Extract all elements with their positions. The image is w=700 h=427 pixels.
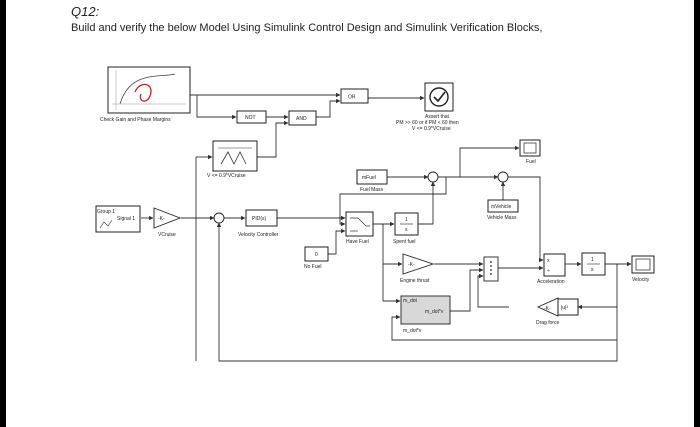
pid-block: PID(s) Velocity Controller [238,209,279,238]
group1-block: Group 1 Signal 1 [95,205,141,233]
wires [141,92,632,362]
wire-mdot-to-mux [450,267,484,312]
fuel-mass-text: mFuel [362,175,376,181]
wire-to-mdot [382,264,401,304]
check-icon [433,91,446,103]
drag-force-gain: -K- Drag force [536,297,560,326]
fuel-scope: Fuel [519,139,541,165]
wire-sum2-to-product [508,176,544,263]
drag-gain-text: -K- [544,306,551,312]
mdot-in1: m_dot [403,298,418,304]
fuel-mass-label: Fuel Mass [360,187,384,193]
group1-signal: Signal 1 [117,216,135,222]
acceleration-product: x ÷ Acceleration [537,253,566,285]
wire-drag-to-mux [477,273,509,308]
right-border [694,0,700,427]
assert-block: Assert that PM >> 60 or if PM < 60 then … [396,82,459,132]
velocity-scope: Velocity [631,255,655,283]
pid-text: PID(s) [252,216,267,222]
check-gain-phase-label: Check Gain and Phase Margins [100,117,171,123]
spent-fuel-num: 1 [405,217,408,223]
have-fuel-switch: Have Fuel [345,211,374,245]
fuel-scope-label: Fuel [526,159,536,165]
wire-and-to-or [316,98,341,118]
group1-text: Group 1 [97,209,115,215]
wire-fuel-to-switch-ctrl [339,177,447,227]
no-fuel-const: 0 No Fuel [304,246,329,270]
mdot-subsystem: m_dot m_dot*v m_dot*v [400,295,451,334]
mdot-in2: m_dot*v [403,328,422,334]
abs-text: |u|² [561,305,568,311]
or-block: OR [340,88,369,104]
velocity-scope-label: Velocity [632,277,650,283]
engine-thrust-gain: -K- Engine thrust [400,253,435,284]
vcruise-gain-text: -K- [158,216,165,222]
vehicle-mass-text: mVehicle [491,204,512,210]
wire-relay-to-and [257,120,289,158]
wire-int-to-fuelsum [418,181,436,225]
velocity-sum [213,212,225,224]
question-number: Q12: [71,4,100,19]
assert-label-1: Assert that [425,114,450,120]
spent-fuel-label: Spent fuel [393,239,416,245]
fuel-mass-const: mFuel Fuel Mass [356,169,388,193]
velocity-integrator: 1 s [581,252,606,276]
relay-block: V <= 0.9*VCruise [207,140,258,179]
left-border [0,0,6,427]
question-instruction: Build and verify the below Model Using S… [71,22,543,34]
assert-label-2: PM >> 60 or if PM < 60 then [396,120,459,126]
svg-text:÷: ÷ [547,268,550,274]
engine-thrust-text: -K- [408,262,415,268]
velocity-int-num: 1 [591,257,594,263]
abs-square-block: |u|² [557,298,579,316]
relay-label: V <= 0.9*VCruise [207,173,246,179]
vehicle-mass-const: mVehicle Vehicle Mass [487,199,519,221]
vcruise-label: VCruise [158,232,176,238]
wire-vel-feedback [216,222,618,362]
wire-nofuel-to-switch [328,228,346,255]
fuel-sum [427,171,439,183]
wire-to-fuel-scope [459,145,520,177]
and-text: AND [296,116,307,122]
pid-label: Velocity Controller [238,232,279,238]
assert-label-3: V <= 0.9*VCruise [412,126,451,132]
vcruise-gain: -K- VCruise [153,207,182,238]
wire-check-to-not [196,95,237,120]
vehicle-mass-label: Vehicle Mass [487,215,517,221]
wire-vel-to-mdot [391,307,618,341]
mass-sum [497,171,509,183]
not-block: NOT [236,110,267,124]
velocity-int-den: s [591,267,594,273]
spent-fuel-den: s [405,227,408,233]
check-gain-phase-block: Check Gain and Phase Margins [100,66,191,123]
drag-force-label: Drag force [536,320,560,326]
mux-block [483,256,499,282]
acceleration-label: Acceleration [537,279,565,285]
not-text: NOT [245,115,256,121]
and-block: AND [288,110,317,126]
svg-text:x: x [547,258,550,264]
mdot-out: m_dot*v [425,309,444,315]
spent-fuel-integrator: 1 s Spent fuel [393,212,419,245]
or-text: OR [348,95,356,101]
have-fuel-label: Have Fuel [346,239,369,245]
engine-thrust-label: Engine thrust [400,278,430,284]
no-fuel-label: No Fuel [304,264,322,270]
no-fuel-text: 0 [315,252,318,258]
